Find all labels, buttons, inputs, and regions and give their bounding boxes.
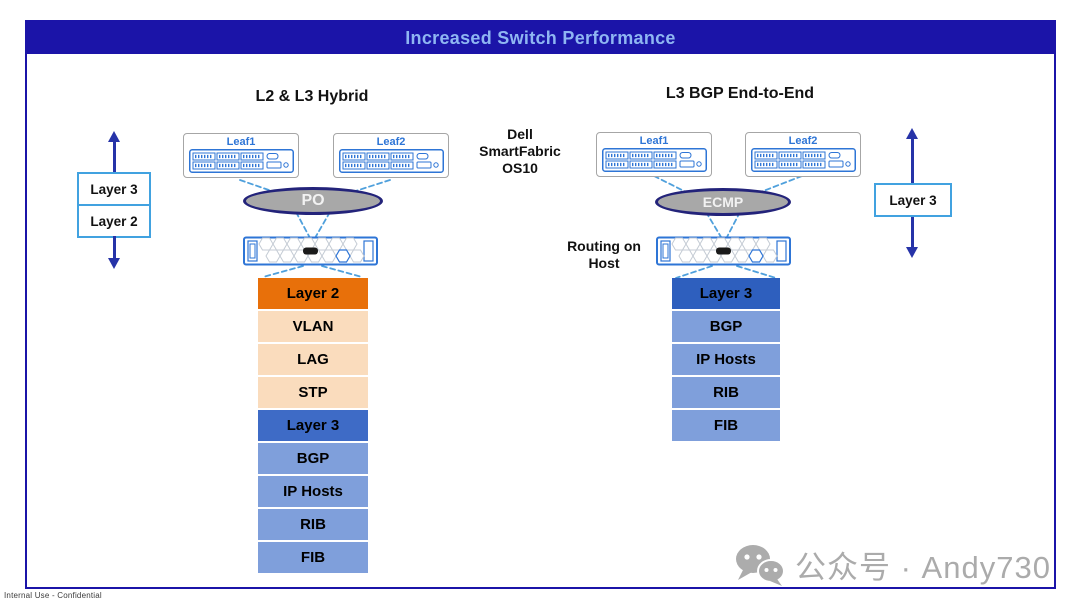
ecmp-label: ECMP [702,194,744,210]
stack-row: VLAN [258,311,368,342]
po-ellipse: PO [243,187,383,215]
leaf-label: Leaf2 [376,136,406,148]
leaf-label: Leaf2 [788,135,818,147]
server-right [656,236,791,271]
up-arrow-icon [108,131,120,142]
down-arrow-icon [108,258,120,269]
page-title: Increased Switch Performance [27,22,1054,54]
stack-row: Layer 2 [258,278,368,309]
arrow-shaft [112,236,116,258]
layer2-label-box: Layer 2 [77,204,151,238]
left-section-heading: L2 & L3 Hybrid [255,88,369,105]
wechat-icon [736,544,785,586]
center-os-line: Dell [507,126,533,142]
stack-row: BGP [258,443,368,474]
arrow-shaft [910,217,914,247]
stack-row: FIB [258,542,368,573]
switch-front-icon [750,148,856,172]
server-front-icon [243,236,378,266]
switch-front-icon [188,149,294,173]
center-os-line: SmartFabric [479,143,561,159]
leaf1-switch-left: Leaf1 [183,133,299,178]
right-protocol-stack: Layer 3 BGP IP Hosts RIB FIB [672,278,780,443]
routing-on-host-label: Routing on Host [558,238,650,272]
stack-row: Layer 3 [672,278,780,309]
leaf-label: Leaf1 [226,136,256,148]
center-os-label: Dell SmartFabric OS10 [462,126,578,177]
ecmp-ellipse: ECMP [655,188,791,216]
leaf2-switch-right: Leaf2 [745,132,861,177]
stack-row: FIB [672,410,780,441]
switch-front-icon [601,148,707,172]
stack-row: Layer 3 [258,410,368,441]
leaf1-switch-right: Leaf1 [596,132,712,177]
stack-row: BGP [672,311,780,342]
watermark: 公众号 · Andy730 [733,542,1051,587]
arrow-shaft [910,138,914,183]
switch-front-icon [338,149,444,173]
diagram-frame: Increased Switch Performance [25,20,1056,589]
stack-row: RIB [672,377,780,408]
leaf2-switch-left: Leaf2 [333,133,449,178]
watermark-text: 公众号 · Andy730 [795,550,1051,585]
server-front-icon [656,236,791,266]
left-layer-indicator: Layer 3 Layer 2 [77,172,151,238]
stack-row: RIB [258,509,368,540]
classification-label: Internal Use - Confidential [4,591,102,600]
stack-row: IP Hosts [672,344,780,375]
arrow-shaft [112,141,116,172]
right-layer-indicator: Layer 3 [874,183,952,217]
server-left [243,236,378,271]
left-protocol-stack: Layer 2 VLAN LAG STP Layer 3 BGP IP Host… [258,278,368,575]
leaf-label: Leaf1 [639,135,669,147]
annotation-line: Routing on [567,238,641,254]
stack-row: IP Hosts [258,476,368,507]
center-os-line: OS10 [502,160,538,176]
down-arrow-icon [906,247,918,258]
right-section-heading: L3 BGP End-to-End [665,85,815,102]
layer3-label-box: Layer 3 [874,183,952,217]
stack-row: STP [258,377,368,408]
stack-row: LAG [258,344,368,375]
annotation-line: Host [588,255,620,271]
po-label: PO [301,192,325,209]
layer3-label-box: Layer 3 [77,172,151,206]
up-arrow-icon [906,128,918,139]
